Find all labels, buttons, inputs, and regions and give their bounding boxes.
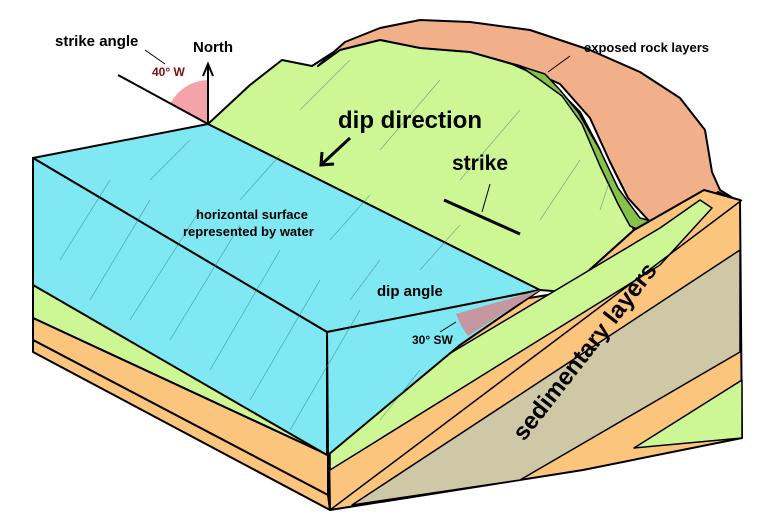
- strike-label: strike: [452, 152, 508, 175]
- north-label: North: [193, 39, 233, 56]
- rock-leader: [547, 55, 571, 73]
- green-band-right: [329, 199, 713, 471]
- strike-angle-wedge: [170, 80, 208, 124]
- strike-angle-value: 40° W: [152, 65, 185, 79]
- north-arrow-head: [202, 61, 214, 77]
- dip-angle-wedge: [456, 290, 540, 336]
- strike-direction-line: [117, 74, 209, 125]
- water-label-line1: horizontal surface: [196, 207, 308, 222]
- dip-angle-label: dip angle: [377, 283, 443, 300]
- dip-direction-arrow: [320, 136, 352, 166]
- green-wedge-right: [633, 379, 743, 449]
- texture-strokes: [59, 59, 611, 431]
- dip-direction-arrowhead: [319, 151, 335, 167]
- dip-angle-leader: [439, 321, 457, 333]
- strike-angle-label: strike angle: [55, 33, 138, 50]
- water-side: [326, 289, 541, 456]
- dip-direction-label: dip direction: [338, 107, 482, 134]
- dip-angle-value: 30° SW: [412, 333, 453, 347]
- water-label-line2: represented by water: [183, 224, 314, 239]
- strike-leader: [481, 183, 491, 213]
- front-bottom-layer: [32, 339, 331, 511]
- exposed-rock-label: exposed rock layers: [584, 40, 709, 55]
- gray-band-right: [351, 249, 741, 506]
- strike-line: [443, 198, 521, 236]
- strike-angle-leader: [144, 49, 166, 65]
